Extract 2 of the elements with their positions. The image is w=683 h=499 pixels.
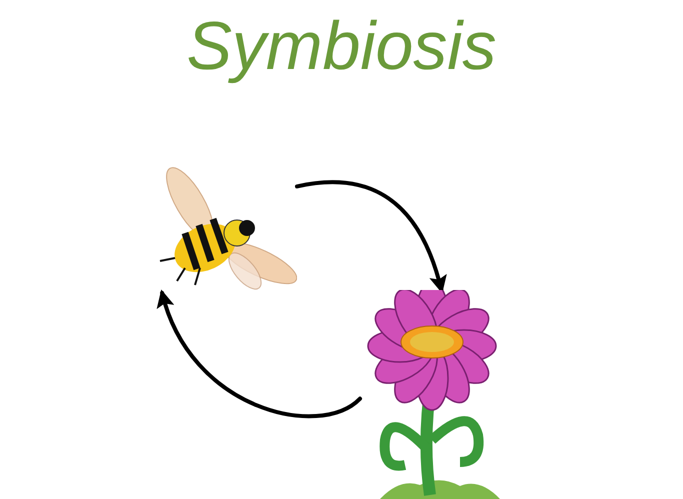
title: Symbiosis — [186, 7, 498, 86]
curved-arrow — [158, 290, 362, 418]
